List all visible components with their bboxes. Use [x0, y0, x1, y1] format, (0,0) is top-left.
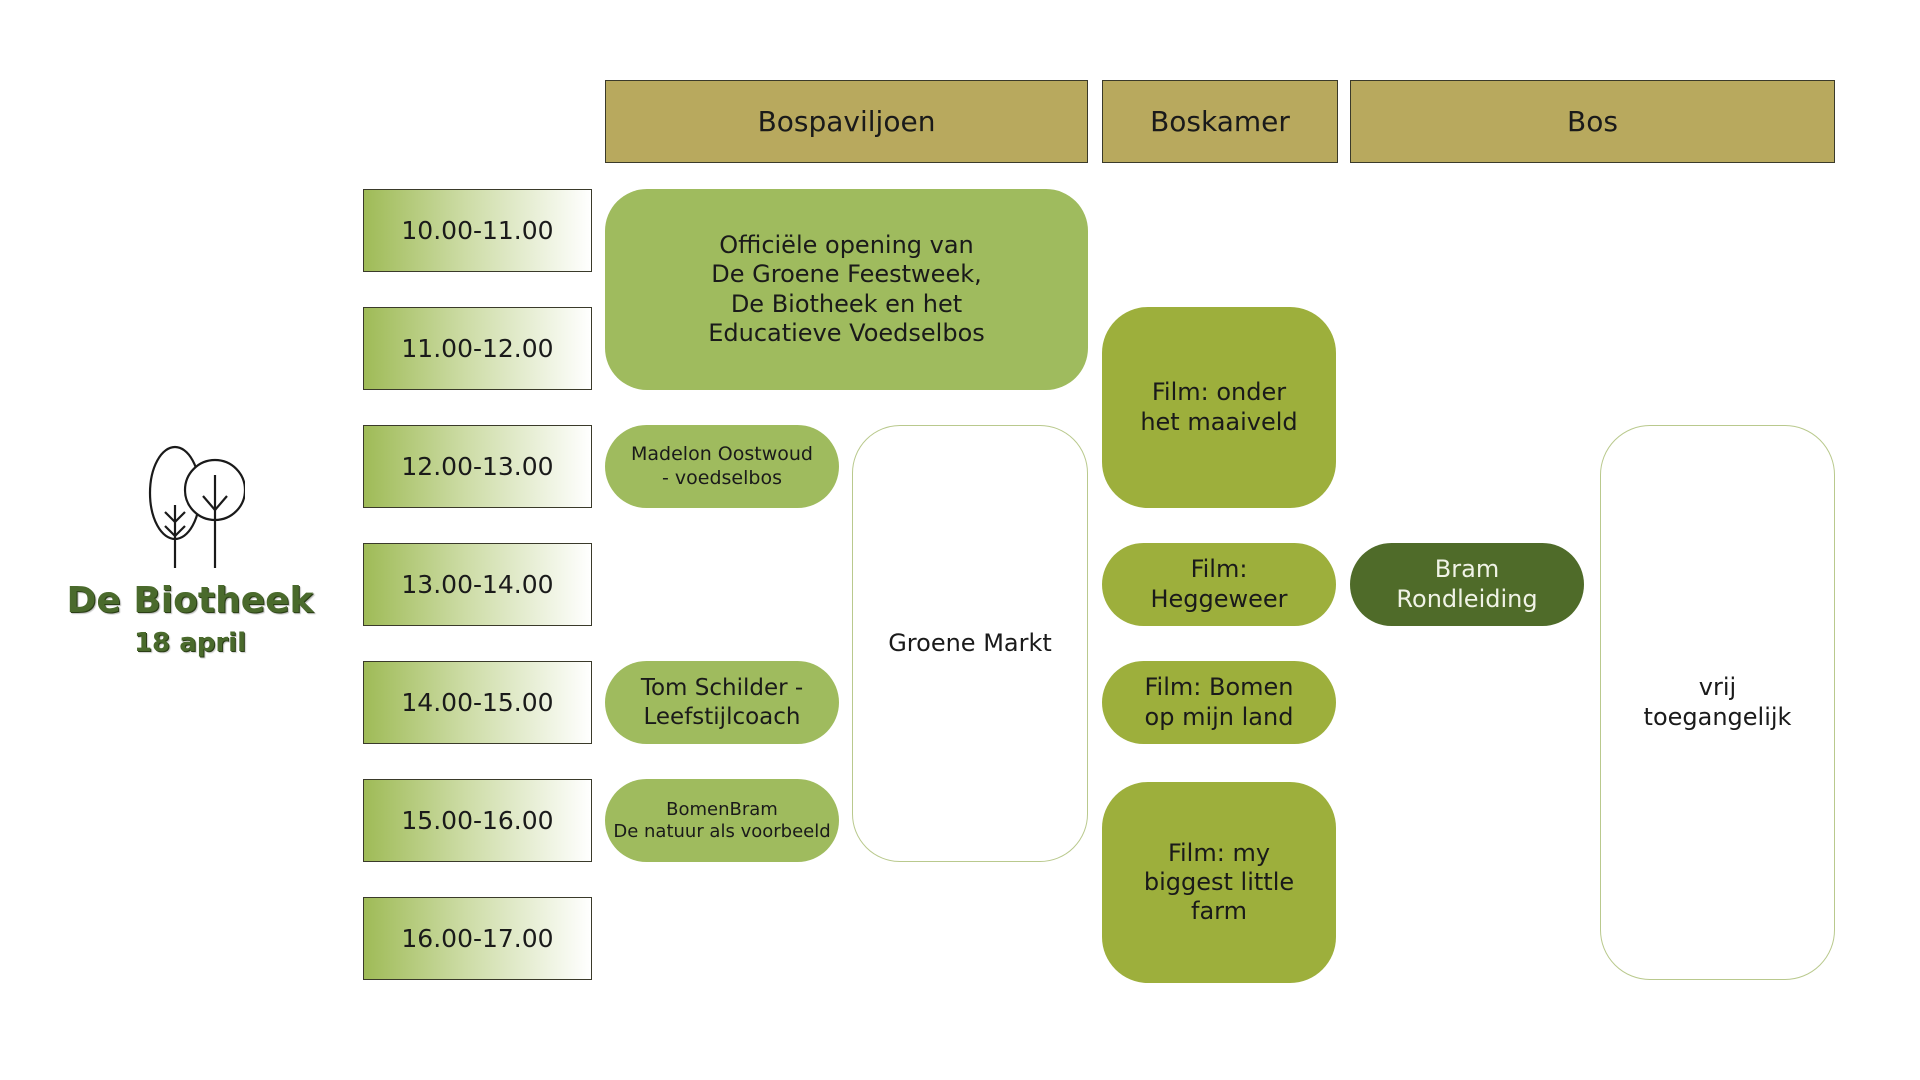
- time-slot: 16.00-17.00: [363, 897, 592, 980]
- time-slot: 15.00-16.00: [363, 779, 592, 862]
- time-slot: 13.00-14.00: [363, 543, 592, 626]
- event-groene-markt[interactable]: Groene Markt: [852, 425, 1088, 862]
- trees-icon: [148, 445, 245, 568]
- event-bram-rondleiding[interactable]: Bram Rondleiding: [1350, 543, 1584, 626]
- event-official-opening[interactable]: Officiële opening van De Groene Feestwee…: [605, 189, 1088, 390]
- event-bomenbram[interactable]: BomenBram De natuur als voorbeeld: [605, 779, 839, 862]
- event-madelon-oostwoud[interactable]: Madelon Oostwoud - voedselbos: [605, 425, 839, 508]
- brand-title: De Biotheek: [66, 580, 314, 621]
- event-film-bomen-op-mijn-land[interactable]: Film: Bomen op mijn land: [1102, 661, 1336, 744]
- brand-date: 18 april: [133, 628, 247, 658]
- event-vrij-toegangelijk[interactable]: vrij toegangelijk: [1600, 425, 1835, 980]
- event-tom-schilder[interactable]: Tom Schilder - Leefstijlcoach: [605, 661, 839, 744]
- column-header-bos: Bos: [1350, 80, 1835, 163]
- event-film-heggeweer[interactable]: Film: Heggeweer: [1102, 543, 1336, 626]
- time-slot: 12.00-13.00: [363, 425, 592, 508]
- column-header-bospaviljoen: Bospaviljoen: [605, 80, 1088, 163]
- brand-block: De Biotheek 18 april: [60, 440, 320, 670]
- time-slot: 10.00-11.00: [363, 189, 592, 272]
- time-slot: 11.00-12.00: [363, 307, 592, 390]
- column-header-boskamer: Boskamer: [1102, 80, 1338, 163]
- time-slot: 14.00-15.00: [363, 661, 592, 744]
- event-film-my-biggest-little-farm[interactable]: Film: my biggest little farm: [1102, 782, 1336, 983]
- event-film-onder-het-maaiveld[interactable]: Film: onder het maaiveld: [1102, 307, 1336, 508]
